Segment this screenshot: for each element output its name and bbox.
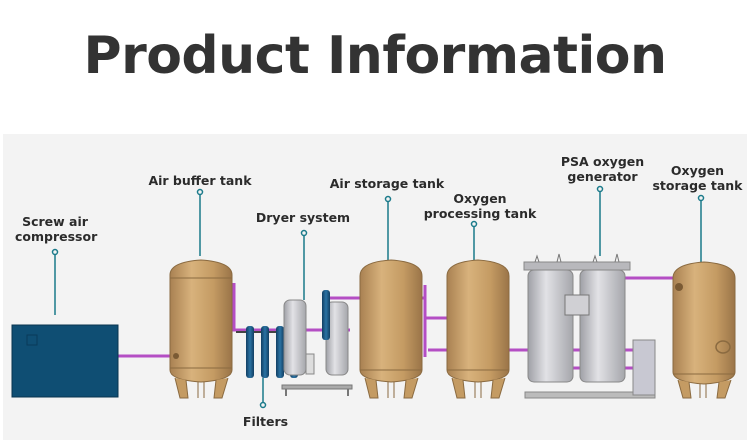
label-line: compressor bbox=[15, 229, 98, 244]
pipe-air-to-oxygen-processing bbox=[423, 285, 447, 320]
label-line: generator bbox=[567, 169, 638, 184]
label-oxygen-processing-tank: Oxygen processing tank bbox=[420, 191, 540, 221]
leader-dot-oxygen-processing bbox=[470, 220, 478, 228]
leader-dot-dryer bbox=[300, 229, 308, 237]
label-line: Oxygen bbox=[453, 191, 507, 206]
leader-dot-filters bbox=[259, 401, 267, 409]
leader-lines bbox=[51, 185, 705, 409]
screw-air-compressor bbox=[11, 324, 119, 398]
label-air-storage-tank: Air storage tank bbox=[329, 176, 445, 191]
filter-1 bbox=[246, 326, 254, 378]
psa-oxygen-generator bbox=[523, 253, 656, 399]
dryer-system bbox=[281, 290, 353, 396]
leader-dot-air-storage bbox=[384, 195, 392, 203]
label-line: Screw air bbox=[22, 214, 88, 229]
air-storage-tank bbox=[359, 259, 423, 399]
label-psa-oxygen-generator: PSA oxygen generator bbox=[555, 154, 650, 184]
oxygen-processing-tank bbox=[446, 259, 510, 399]
label-line: processing tank bbox=[423, 206, 537, 221]
leader-dot-compressor bbox=[51, 248, 59, 256]
label-air-buffer-tank: Air buffer tank bbox=[148, 173, 252, 188]
label-dryer-system: Dryer system bbox=[255, 210, 351, 225]
oxygen-storage-tank bbox=[672, 261, 736, 399]
label-line: storage tank bbox=[652, 178, 743, 193]
filter-3 bbox=[276, 326, 284, 378]
leader-dot-oxygen-storage bbox=[697, 194, 705, 202]
leader-dot-psa bbox=[596, 185, 604, 193]
label-line: Oxygen bbox=[670, 163, 725, 178]
label-line: PSA oxygen bbox=[560, 154, 645, 169]
filter-2 bbox=[261, 326, 269, 378]
label-oxygen-storage-tank: Oxygen storage tank bbox=[645, 163, 750, 193]
pipe-buffer-to-filters bbox=[232, 283, 350, 332]
air-buffer-tank bbox=[169, 259, 233, 399]
page-title: Product Information bbox=[83, 26, 667, 86]
label-filters: Filters bbox=[242, 414, 289, 429]
label-screw-air-compressor: Screw air compressor bbox=[15, 214, 98, 244]
leader-dot-air-buffer bbox=[196, 188, 204, 196]
